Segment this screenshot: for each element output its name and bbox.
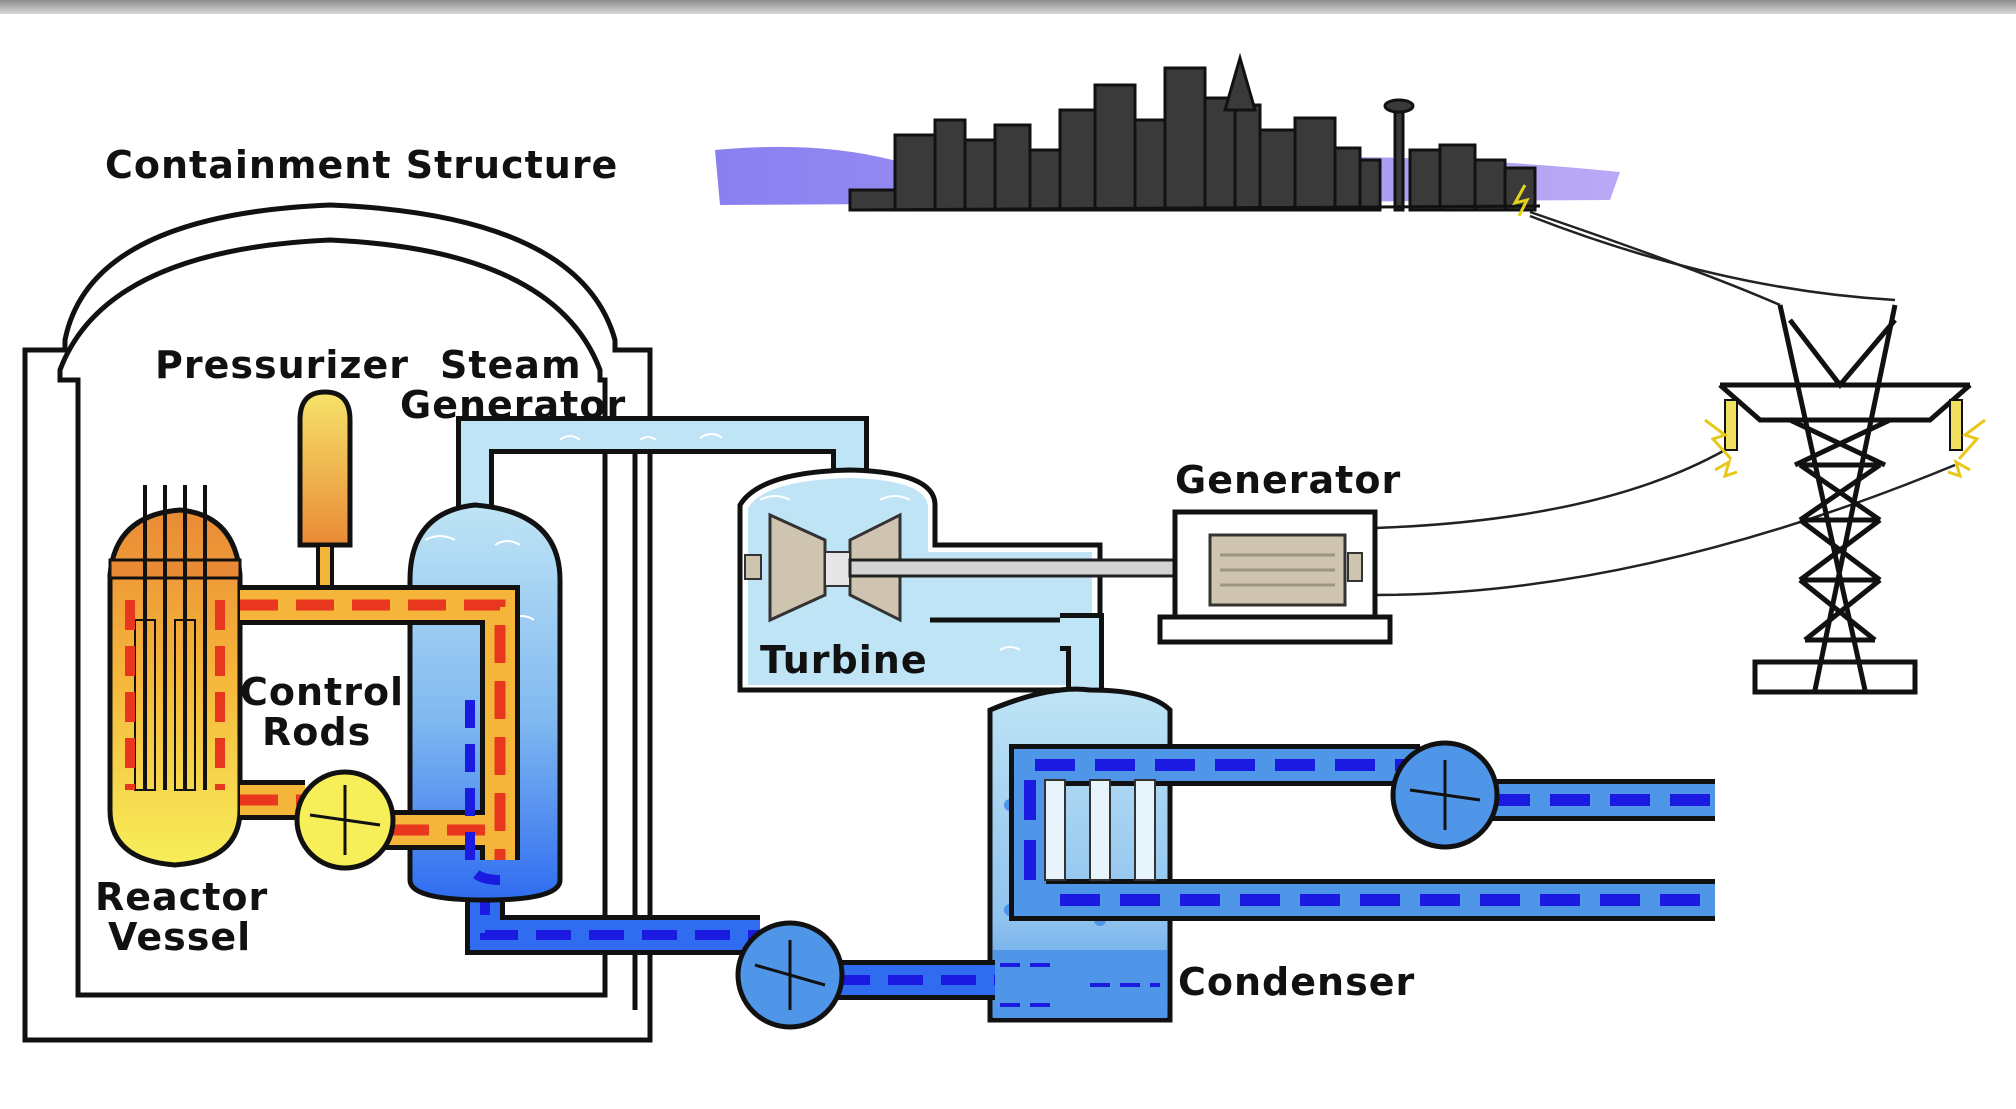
pressurizer xyxy=(297,389,353,592)
label-reactor: Reactor xyxy=(95,875,268,919)
skyline-base xyxy=(849,204,1541,212)
labels: Containment Structure Pressurizer Steam … xyxy=(95,143,1415,1004)
steam-pipe xyxy=(456,416,869,520)
label-containment-structure: Containment Structure xyxy=(105,143,618,187)
label-turbine: Turbine xyxy=(760,638,928,682)
label-steam: Steam xyxy=(440,343,582,387)
control-rods xyxy=(143,485,207,790)
label-pressurizer: Pressurizer xyxy=(155,343,409,387)
city-skyline xyxy=(715,52,1620,217)
condenser-tubes xyxy=(1044,779,1156,881)
primary-coolant-loop xyxy=(125,585,520,885)
label-control: Control xyxy=(240,670,404,714)
exhaust-pipe xyxy=(1060,613,1104,700)
label-vessel: Vessel xyxy=(108,915,251,959)
label-generator-line2: Generator xyxy=(400,383,626,427)
spark-icon xyxy=(1512,184,1530,217)
tower-insulators xyxy=(1704,399,1986,479)
skyline-buildings xyxy=(848,52,1537,212)
reactor-vessel xyxy=(107,485,243,868)
label-condenser: Condenser xyxy=(1178,960,1415,1004)
label-rods: Rods xyxy=(262,710,371,754)
label-generator: Generator xyxy=(1175,458,1401,502)
top-shadow-bar xyxy=(0,0,2016,14)
generator xyxy=(1157,509,1393,645)
transmission-lines xyxy=(1374,210,1956,597)
cooling-water-loop xyxy=(1009,740,1715,921)
transmission-tower xyxy=(1718,304,1972,695)
